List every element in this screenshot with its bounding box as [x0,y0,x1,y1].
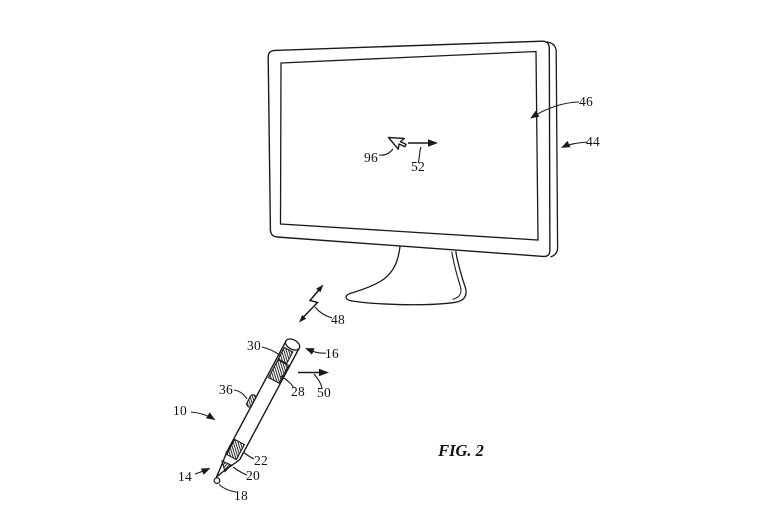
leader-10 [190,411,216,420]
monitor-screen [279,50,539,241]
stylus-region-20 [221,460,232,473]
ref-label-50: 50 [316,385,332,400]
ref-label-36: 36 [218,382,234,397]
stylus-motion-arrow [298,368,329,377]
screen-motion-arrow [408,139,438,147]
leader-20 [232,466,248,476]
leader-44 [561,140,588,148]
leader-36 [233,389,248,400]
ref-label-52: 52 [410,159,426,174]
stylus-region-28 [267,359,290,384]
mouse-cursor-icon [387,136,407,150]
leader-30 [261,346,282,357]
stylus-cap [284,338,301,351]
ref-label-20: 20 [245,468,261,483]
monitor-stand [345,246,467,306]
lightning-bolt-icon [299,284,324,323]
leader-52 [417,146,422,164]
leader-16 [305,347,327,355]
ref-label-18: 18 [233,488,249,503]
leader-28 [279,375,295,389]
figure-caption: FIG. 2 [438,441,484,460]
leader-50 [313,373,323,389]
ref-label-14: 14 [177,469,193,484]
leader-lines [190,101,588,493]
stylus-region-30 [277,346,294,365]
stylus-region-22 [225,438,246,461]
leader-14 [194,467,211,475]
ref-label-10: 10 [172,403,188,418]
ref-label-16: 16 [324,346,340,361]
monitor-outline [267,40,559,258]
ref-label-46: 46 [578,94,594,109]
ref-label-22: 22 [253,453,269,468]
ref-label-96: 96 [363,150,379,165]
stylus-tip [213,477,221,485]
ref-label-44: 44 [585,134,601,149]
ref-label-48: 48 [330,312,346,327]
leader-22 [242,451,255,460]
leader-18 [218,484,237,493]
ref-label-28: 28 [290,384,306,399]
leader-46 [530,101,580,119]
leader-96 [378,148,394,156]
leader-48 [314,306,333,319]
stylus-pen [213,338,301,485]
ref-label-30: 30 [246,338,262,353]
